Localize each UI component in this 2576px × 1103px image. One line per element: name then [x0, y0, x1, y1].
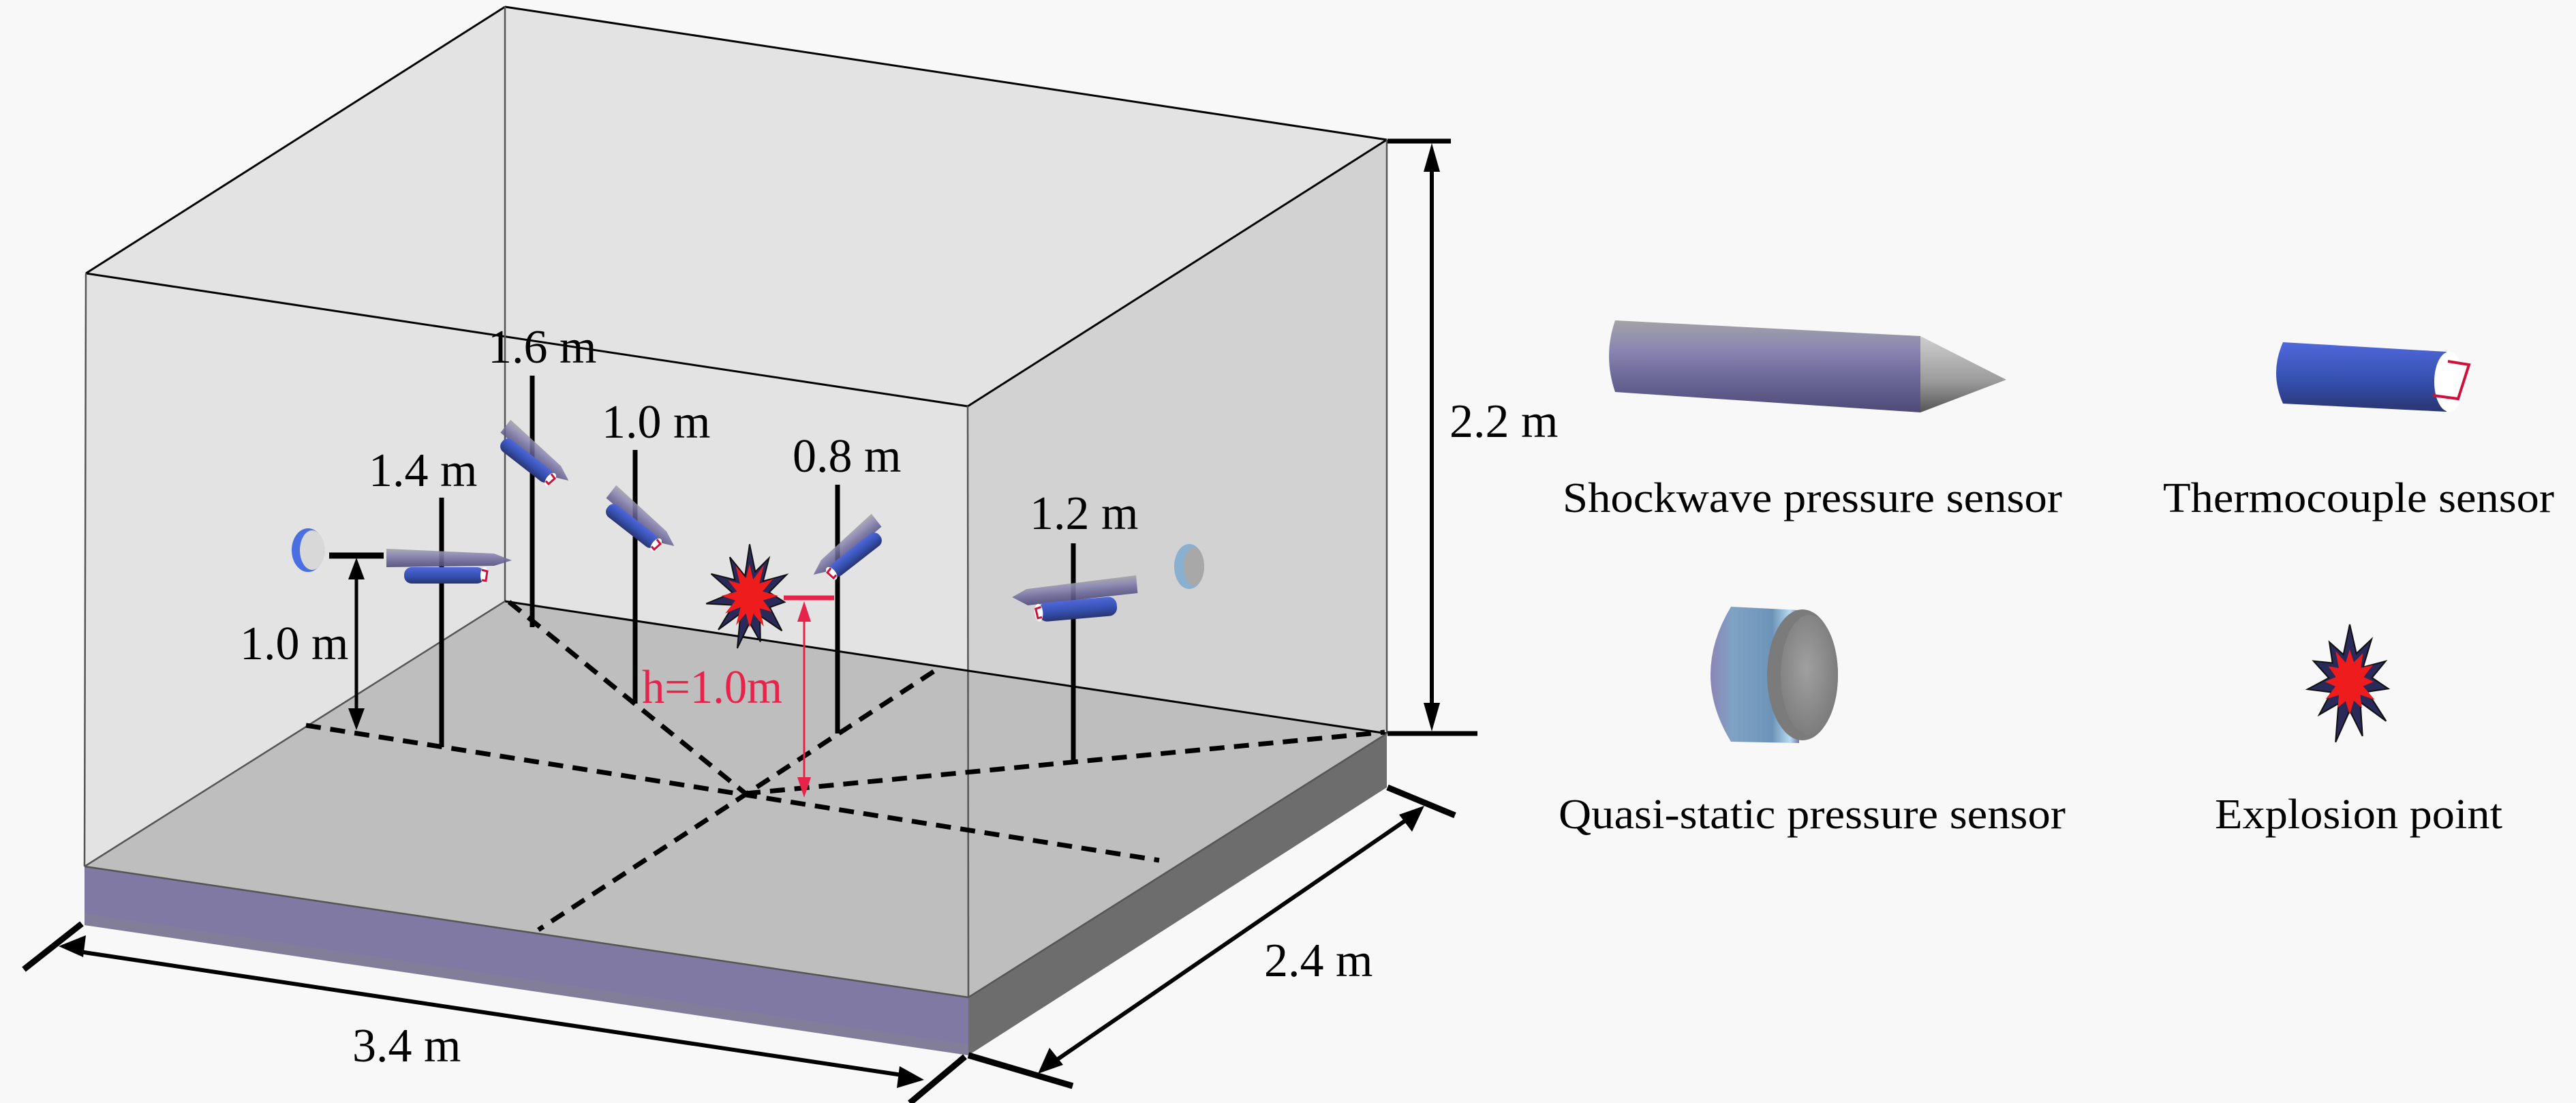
explosion-height-marker	[784, 595, 834, 798]
base-front-shade	[85, 913, 968, 1055]
height-label-1-4: 1.4 m	[369, 444, 477, 497]
shockwave-sensor-icon	[606, 485, 675, 547]
sensor-poles	[439, 376, 1076, 762]
legend-item-quasi-static: Quasi-static pressure sensor	[1559, 607, 2066, 838]
thermocouple-icon	[1034, 596, 1118, 622]
quasi-static-sensor-icon	[1711, 607, 1838, 743]
room-edges	[83, 5, 1388, 999]
length-dimension	[22, 921, 967, 1103]
thermocouple-icon	[606, 504, 662, 552]
height-label-1-2: 1.2 m	[1030, 487, 1138, 540]
height-label-0-8: 0.8 m	[793, 430, 901, 483]
sensor-cluster-1-0[interactable]	[598, 485, 681, 560]
base-side	[968, 734, 1387, 1055]
legend-label-thermocouple: Thermocouple sensor	[2163, 475, 2554, 522]
explosion-icon	[2305, 624, 2391, 743]
shockwave-sensor-icon	[386, 549, 512, 567]
sensor-cluster-1-4[interactable]	[386, 549, 512, 584]
sensor-cluster-0-8[interactable]	[806, 513, 890, 589]
explosion-icon	[705, 544, 789, 649]
legend-label-explosion: Explosion point	[2215, 791, 2502, 838]
room-length-label: 3.4 m	[352, 1020, 461, 1072]
height-label-1-6: 1.6 m	[488, 321, 596, 374]
thermocouple-icon	[500, 438, 557, 486]
explosion-point[interactable]	[705, 544, 789, 649]
legend-label-quasi-static: Quasi-static pressure sensor	[1559, 791, 2066, 838]
thermocouple-icon	[404, 567, 489, 584]
legend: Shockwave pressure sensor Thermocouple s…	[1559, 320, 2554, 838]
room-width-label: 2.4 m	[1264, 935, 1373, 987]
shockwave-sensor-icon	[500, 419, 569, 481]
sensor-cluster-1-6[interactable]	[492, 419, 576, 495]
quasi-static-sensor-right[interactable]	[1174, 544, 1204, 589]
thermocouple-icon	[2276, 342, 2471, 412]
legend-item-explosion: Explosion point	[2215, 624, 2502, 838]
shockwave-sensor-icon	[1609, 320, 2006, 412]
width-dimension	[967, 784, 1456, 1089]
height-label-1-0: 1.0 m	[602, 396, 710, 449]
legend-label-shockwave: Shockwave pressure sensor	[1563, 475, 2062, 522]
sensor-cluster-1-2[interactable]	[1011, 575, 1139, 624]
legend-item-shockwave: Shockwave pressure sensor	[1563, 320, 2062, 522]
shockwave-sensor-icon	[1012, 575, 1138, 606]
legend-item-thermocouple: Thermocouple sensor	[2163, 342, 2554, 522]
explosion-height-label: h=1.0m	[642, 661, 782, 714]
wall-sensor-height-label: 1.0 m	[240, 618, 348, 670]
floor-guide-lines	[305, 600, 1385, 932]
wall-sensor-height-marker	[329, 552, 384, 730]
thermocouple-icon	[825, 532, 882, 580]
quasi-static-sensor-left[interactable]	[292, 528, 324, 572]
room	[83, 5, 1388, 1055]
base-front	[85, 866, 968, 1055]
shockwave-sensor-icon	[813, 513, 882, 575]
height-dimension	[1387, 138, 1477, 736]
room-height-label: 2.2 m	[1450, 395, 1558, 448]
